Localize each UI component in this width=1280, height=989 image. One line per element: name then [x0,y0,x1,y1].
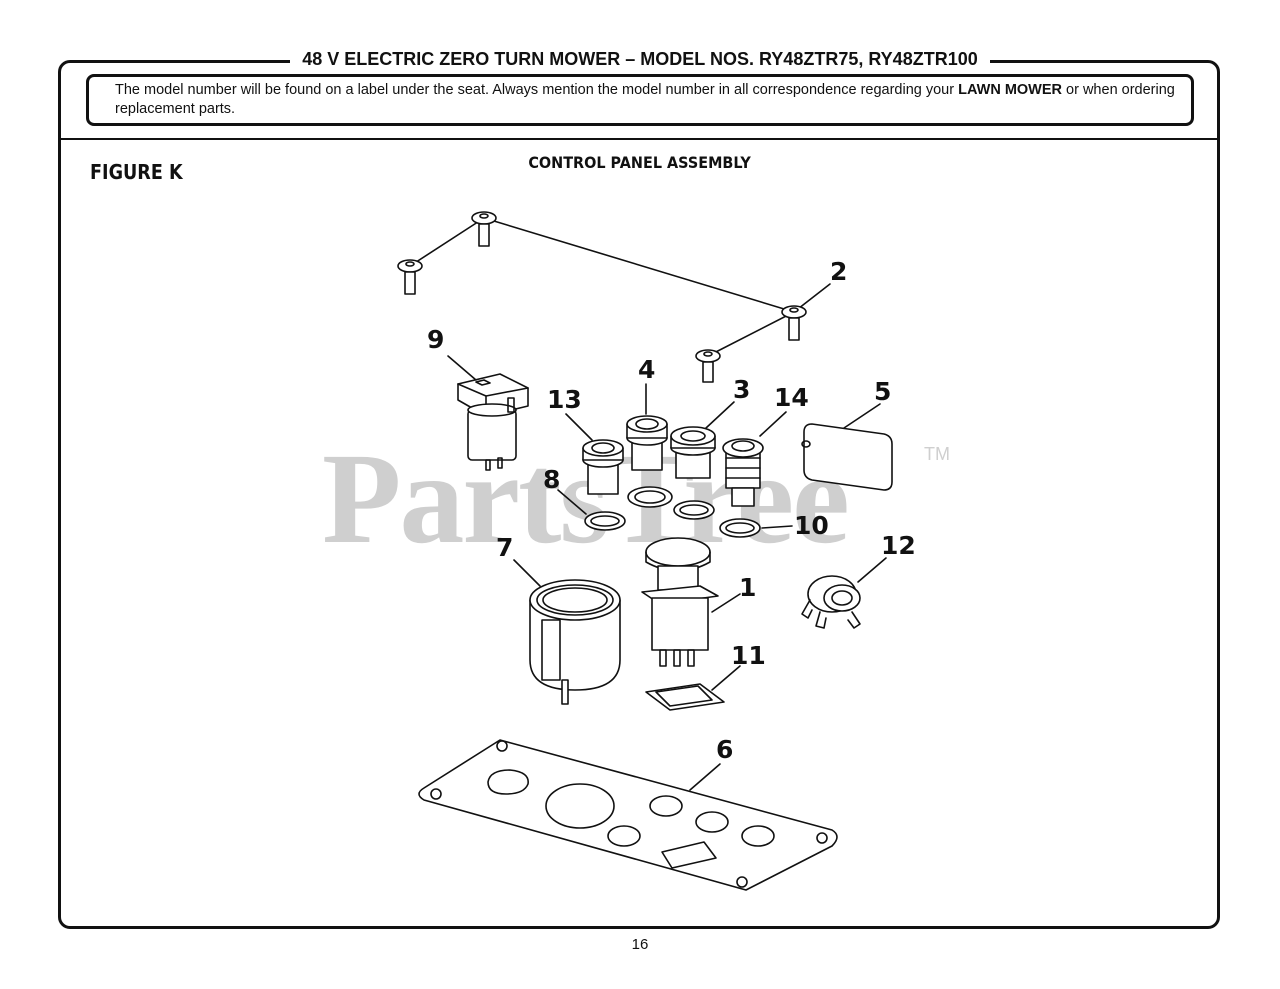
callout-labels: 1 2 3 4 5 6 7 8 9 10 11 12 13 14 [427,257,916,764]
callout-14: 14 [774,383,809,412]
callout-13: 13 [547,385,582,414]
gauge-part-7 [513,559,621,705]
gasket-part-8 [557,486,715,531]
figure-title: CONTROL PANEL ASSEMBLY [528,153,752,172]
gasket-part-10 [719,518,793,538]
button-part-4 [626,383,668,471]
callout-1: 1 [739,573,756,602]
button-part-13 [565,413,624,495]
label-part-5 [801,403,893,491]
watermark-tm: TM [924,444,950,464]
callout-6: 6 [716,735,733,764]
indicator-part-14 [722,411,787,507]
model-number-notice: The model number will be found on a labe… [86,74,1194,126]
switch-part-1 [641,537,741,667]
callout-2: 2 [830,257,847,286]
callout-12: 12 [881,531,916,560]
callout-8: 8 [543,465,560,494]
callout-9: 9 [427,325,444,354]
key-switch-part-12 [801,557,887,629]
callout-5: 5 [874,377,891,406]
callout-4: 4 [638,355,655,384]
page-header-title: 48 V ELECTRIC ZERO TURN MOWER – MODEL NO… [0,47,1280,71]
page-number: 16 [631,936,649,953]
callout-7: 7 [496,533,513,562]
figure-label: FIGURE K [90,160,183,184]
header-divider [58,138,1220,140]
callout-11: 11 [731,641,766,670]
notice-emphasis: LAWN MOWER [958,82,1063,98]
screw-part-2 [397,211,831,383]
switch-part-3 [670,401,735,479]
callout-3: 3 [733,375,750,404]
socket-part-9 [447,355,529,471]
gasket-part-11 [645,665,741,711]
panel-plate-part-6 [418,739,838,891]
callout-10: 10 [794,511,829,540]
